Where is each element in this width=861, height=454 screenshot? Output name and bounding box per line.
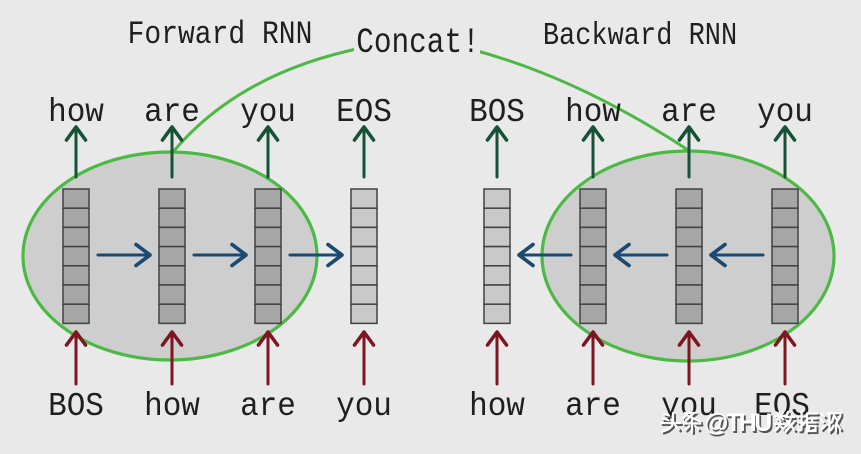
svg-text:BOS: BOS <box>469 93 525 131</box>
svg-text:Concat!: Concat! <box>356 23 479 63</box>
svg-text:how: how <box>48 93 104 131</box>
svg-text:Forward RNN: Forward RNN <box>128 17 313 53</box>
svg-text:how: how <box>469 387 525 425</box>
svg-text:BOS: BOS <box>48 387 104 425</box>
svg-text:you: you <box>336 387 392 425</box>
svg-text:Backward RNN: Backward RNN <box>543 18 737 53</box>
svg-text:you: you <box>661 387 717 425</box>
svg-text:@THU: @THU <box>704 409 771 437</box>
svg-text:are: are <box>661 93 717 131</box>
svg-text:you: you <box>240 93 296 131</box>
svg-text:EOS: EOS <box>336 93 392 131</box>
svg-text:are: are <box>240 387 296 425</box>
svg-text:how: how <box>144 387 200 425</box>
svg-text:are: are <box>565 387 621 425</box>
svg-text:how: how <box>565 93 621 131</box>
svg-text:@THU: @THU <box>706 411 773 439</box>
svg-text:are: are <box>144 93 200 131</box>
svg-text:you: you <box>757 93 813 131</box>
